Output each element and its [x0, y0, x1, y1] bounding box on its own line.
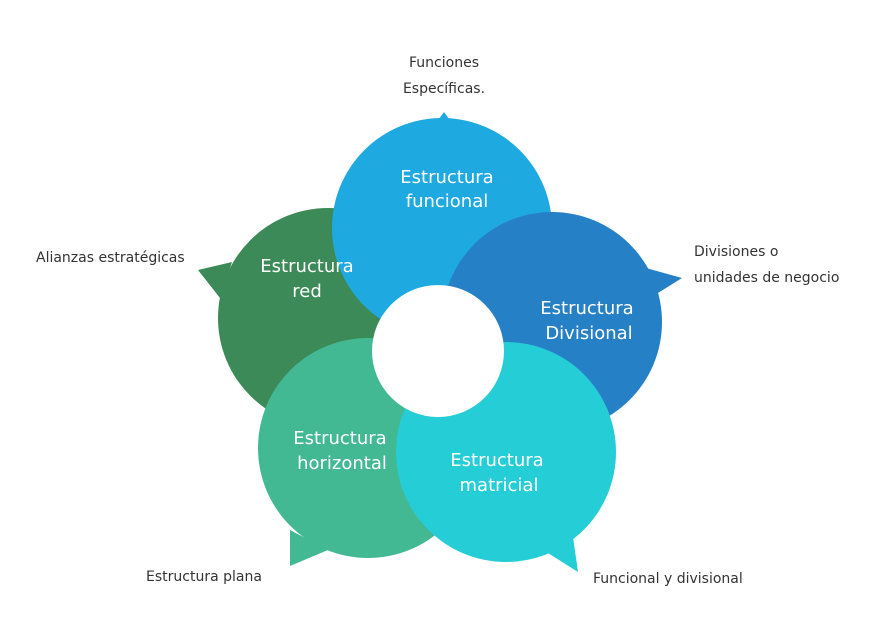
note-horizontal-line-1: Estructura plana: [146, 569, 262, 585]
center-circle: [372, 285, 504, 417]
note-divisional-line-1: Divisiones o: [694, 244, 779, 260]
note-divisional: Divisiones o unidades de negocio: [694, 239, 839, 291]
note-matricial: Funcional y divisional: [593, 566, 743, 592]
bubble-matricial-label-1: Estructura: [450, 450, 543, 471]
note-red-line-1: Alianzas estratégicas: [36, 250, 185, 266]
note-matricial-line-1: Funcional y divisional: [593, 571, 743, 587]
note-divisional-line-2: unidades de negocio: [694, 270, 840, 286]
bubble-funcional-label-2: funcional: [406, 191, 489, 212]
bubble-red-label-1: Estructura: [260, 256, 353, 277]
bubble-red-pointer: [198, 262, 232, 298]
bubble-divisional-label-1: Estructura: [540, 298, 633, 319]
bubble-horizontal-label-2: horizontal: [297, 453, 387, 474]
bubble-funcional-label-1: Estructura: [400, 167, 493, 188]
bubble-divisional-label-2: Divisional: [545, 323, 632, 344]
note-funcional: Funciones Específicas.: [394, 50, 494, 102]
note-funcional-line-2: Específicas.: [402, 81, 486, 97]
bubble-red-label-2: red: [292, 281, 322, 302]
note-funcional-line-1: Funciones: [409, 55, 479, 71]
bubble-horizontal-pointer: [290, 530, 328, 566]
note-horizontal: Estructura plana: [146, 564, 262, 590]
bubble-horizontal-label-1: Estructura: [293, 428, 386, 449]
bubble-matricial-label-2: matricial: [460, 475, 539, 496]
note-red: Alianzas estratégicas: [36, 245, 185, 271]
